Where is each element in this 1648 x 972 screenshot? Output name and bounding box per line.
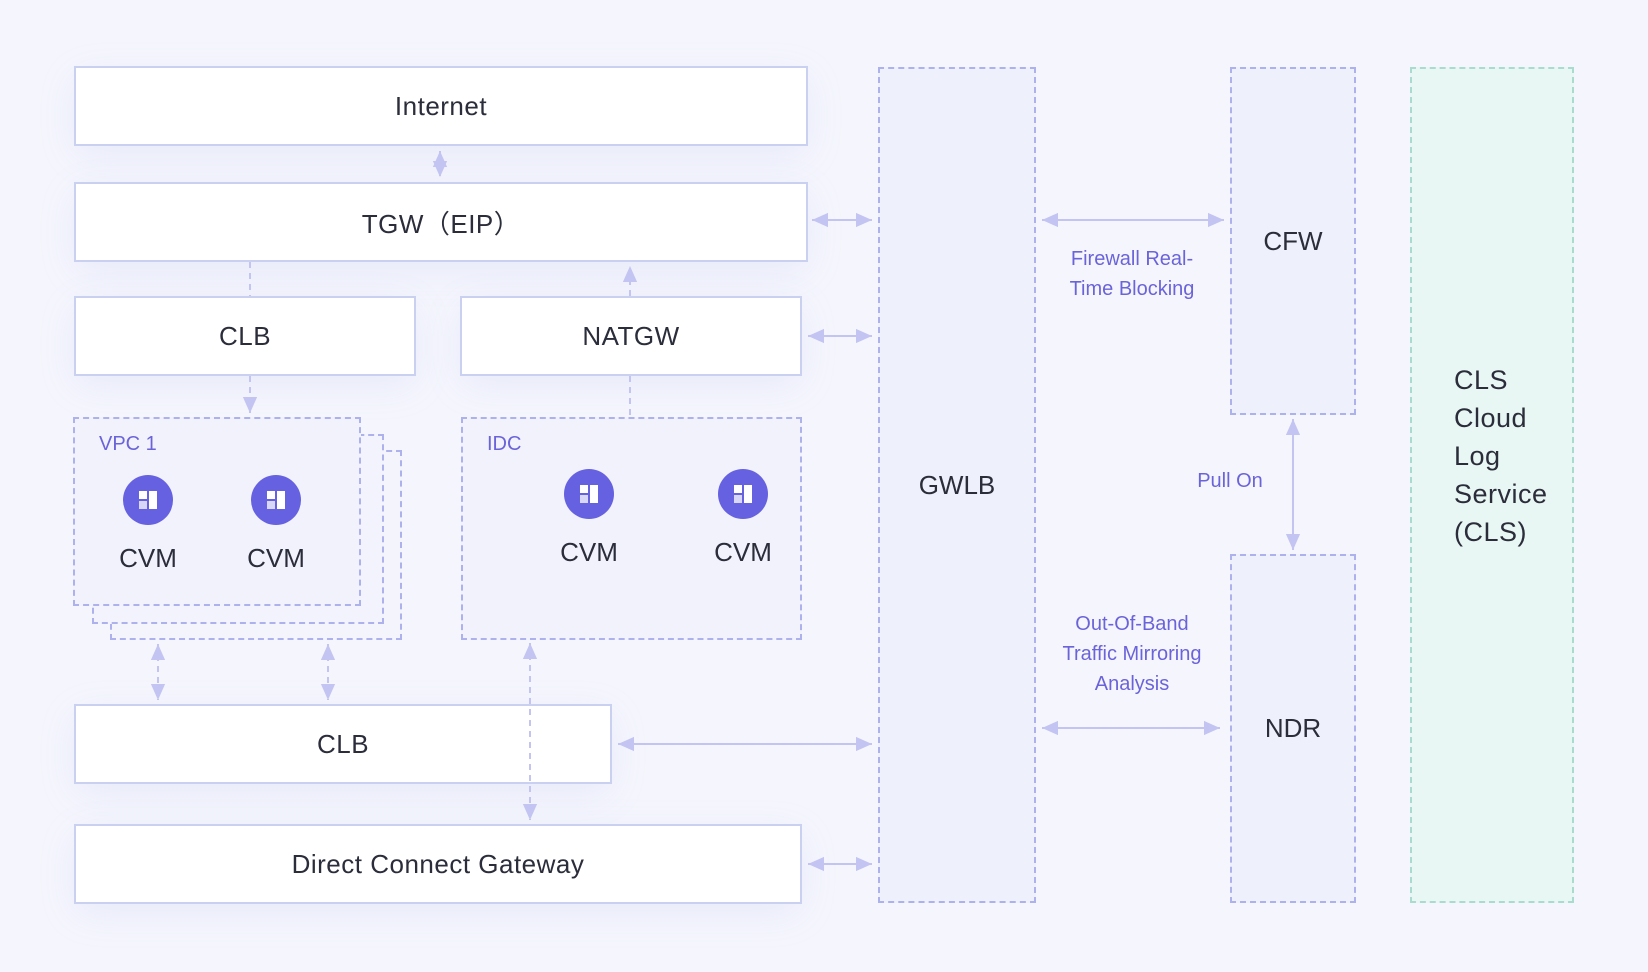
mirroring-label: Out-Of-Band Traffic Mirroring Analysis	[1040, 609, 1224, 699]
cfw-label: CFW	[1263, 225, 1323, 256]
internet-node: Internet	[74, 66, 808, 146]
natgw-label: NATGW	[582, 320, 680, 351]
cls-line-3: Log	[1454, 441, 1501, 471]
natgw-node: NATGW	[460, 296, 802, 376]
tgw-node: TGW（EIP）	[74, 182, 808, 262]
cfw-column: CFW	[1230, 67, 1356, 415]
tgw-label: TGW（EIP）	[361, 208, 521, 239]
cvm-label: CVM	[560, 537, 618, 567]
pull-on-text: Pull On	[1197, 470, 1263, 492]
server-icon	[123, 475, 173, 525]
idc-cvm-2: CVM	[698, 469, 788, 568]
idc-label: IDC	[487, 433, 522, 455]
internet-label: Internet	[394, 90, 488, 121]
ndr-column: NDR	[1230, 554, 1356, 903]
firewall-blocking-label: Firewall Real- Time Blocking	[1040, 244, 1224, 304]
cvm-label: CVM	[119, 543, 177, 573]
server-icon	[564, 469, 614, 519]
clb-top-node: CLB	[74, 296, 416, 376]
gwlb-column: GWLB	[878, 67, 1036, 903]
clb-bottom-label: CLB	[316, 728, 370, 759]
cvm-label: CVM	[247, 543, 305, 573]
mirroring-line-3: Analysis	[1094, 673, 1170, 695]
idc-group: IDC CVM CVM	[461, 417, 802, 640]
vpc-cvm-2: CVM	[231, 475, 321, 574]
cls-text: CLS Cloud Log Service (CLS)	[1454, 361, 1548, 551]
firewall-line-1: Firewall Real-	[1070, 248, 1194, 270]
cls-line-5: (CLS)	[1454, 517, 1528, 547]
vpc-cvm-1: CVM	[103, 475, 193, 574]
gwlb-label: GWLB	[918, 469, 996, 500]
mirroring-line-2: Traffic Mirroring	[1062, 643, 1202, 665]
server-icon	[718, 469, 768, 519]
ndr-label: NDR	[1264, 713, 1322, 743]
server-icon	[251, 475, 301, 525]
vpc-label: VPC 1	[99, 433, 157, 455]
clb-top-label: CLB	[218, 320, 272, 351]
vpc-group: VPC 1 CVM CVM	[73, 417, 361, 606]
clb-bottom-node: CLB	[74, 704, 612, 784]
cls-line-1: CLS	[1454, 365, 1509, 395]
dcg-label: Direct Connect Gateway	[291, 848, 585, 879]
cls-line-2: Cloud	[1454, 403, 1528, 433]
pull-on-label: Pull On	[1180, 466, 1280, 496]
mirroring-line-1: Out-Of-Band	[1075, 613, 1189, 635]
cvm-label: CVM	[714, 537, 772, 567]
idc-cvm-1: CVM	[544, 469, 634, 568]
firewall-line-2: Time Blocking	[1069, 278, 1195, 300]
cls-column: CLS Cloud Log Service (CLS)	[1410, 67, 1574, 903]
cls-line-4: Service	[1454, 479, 1548, 509]
dcg-node: Direct Connect Gateway	[74, 824, 802, 904]
